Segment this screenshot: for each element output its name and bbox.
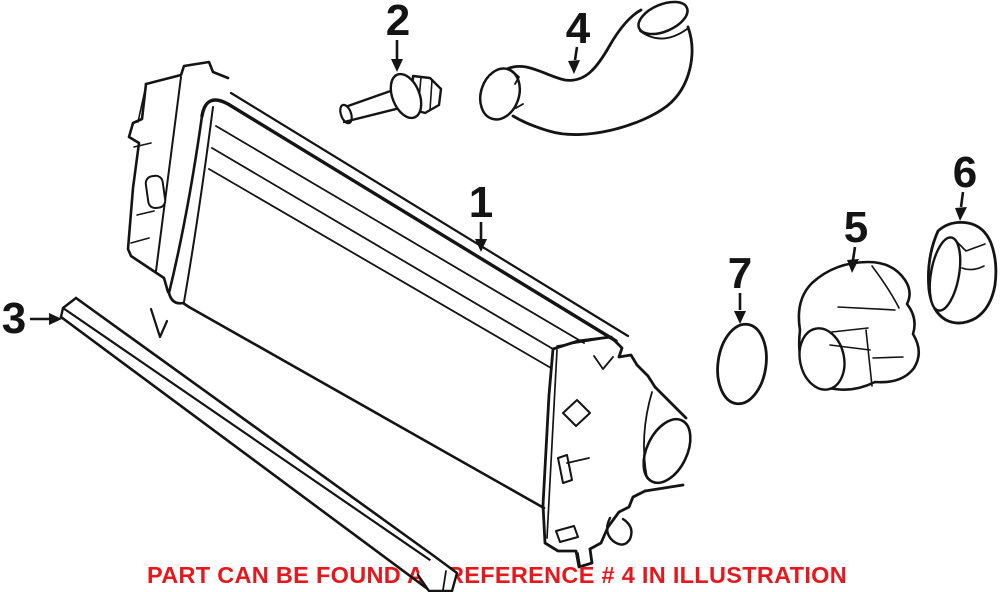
- part-label-7: 7: [728, 249, 752, 298]
- part-callout-3: 3: [2, 294, 62, 343]
- part-callout-5: 5: [844, 203, 868, 273]
- seal-ring-drawing: [716, 322, 768, 406]
- seal-ring: [716, 322, 768, 406]
- cap-opening: [928, 236, 962, 312]
- part-arrowhead-7: [734, 311, 746, 324]
- hose-right-opening: [637, 0, 689, 36]
- right-tank-t-slot: [557, 454, 573, 484]
- part-label-5: 5: [844, 203, 868, 252]
- core-top-edge: [200, 98, 618, 343]
- cap-drawing: [927, 220, 998, 325]
- part-callout-2: 2: [386, 0, 410, 72]
- part-arrow-4: [573, 46, 579, 61]
- part-arrowhead-3: [49, 313, 62, 325]
- bolt-drawing: [339, 72, 443, 125]
- intercooler-left-tank-top: [144, 60, 230, 86]
- part-label-4: 4: [566, 4, 591, 53]
- part-arrowhead-6: [955, 207, 967, 221]
- left-tank-flap: [149, 307, 169, 339]
- left-tank-slot-hole: [144, 174, 167, 210]
- part-label-1: 1: [469, 178, 493, 227]
- right-tank-bottom: [541, 347, 594, 569]
- seal-strip-left-end: [59, 296, 78, 319]
- part-arrow-5: [851, 246, 857, 261]
- part-arrowhead-2: [391, 59, 403, 72]
- right-tank-nub: [605, 516, 633, 546]
- core-bottom-edge: [187, 305, 546, 510]
- air-duct-opening: [798, 327, 846, 391]
- part-label-2: 2: [386, 0, 410, 45]
- right-tank-rect-hole: [555, 525, 579, 543]
- intercooler-drawing: [126, 60, 692, 569]
- right-tank-diamond-hole: [562, 399, 591, 427]
- bolt-washer: [389, 72, 423, 120]
- part-callout-6: 6: [953, 148, 977, 221]
- part-arrowhead-1: [475, 239, 487, 252]
- part-callouts: 1 2 3 4 5 6 7: [2, 0, 977, 343]
- part-callout-7: 7: [728, 249, 752, 324]
- part-arrow-6: [959, 191, 965, 208]
- hose-drawing: [478, 0, 694, 136]
- part-label-3: 3: [2, 294, 26, 343]
- outlet-pipe-end: [642, 417, 692, 485]
- seal-strip-drawing: [59, 296, 459, 592]
- caption-text: PART CAN BE FOUND AS REFERENCE # 4 IN IL…: [147, 562, 847, 588]
- seal-strip-right-end: [416, 554, 459, 592]
- part-callout-4: 4: [566, 4, 591, 74]
- air-duct-drawing: [797, 260, 921, 391]
- part-arrowhead-4: [568, 60, 580, 74]
- right-tank-top: [551, 335, 657, 389]
- part-callout-1: 1: [469, 178, 493, 252]
- part-label-6: 6: [953, 148, 977, 197]
- diagram-lines: [126, 0, 998, 569]
- part-arrowhead-5: [847, 259, 859, 273]
- bolt-tip: [339, 103, 353, 125]
- hose-left-opening: [478, 67, 522, 121]
